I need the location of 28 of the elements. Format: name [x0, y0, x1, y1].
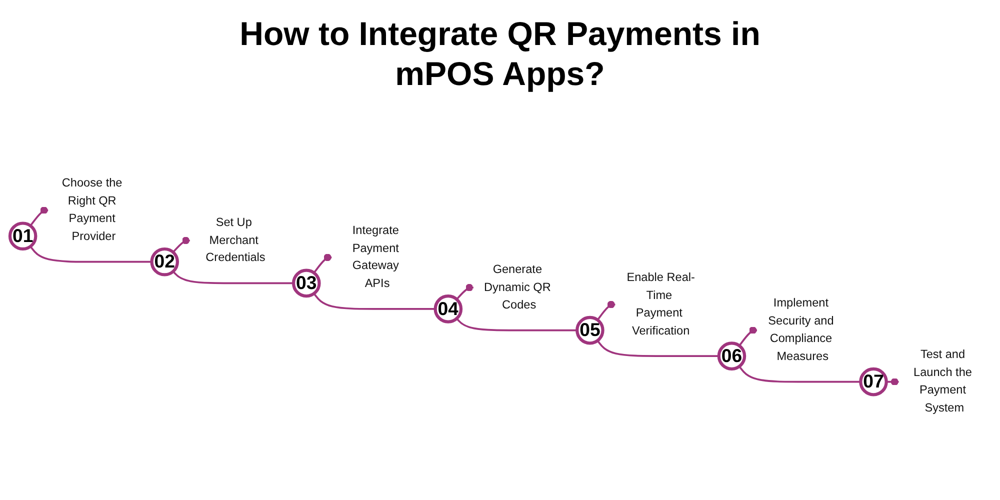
connector-line: [172, 236, 190, 253]
step-number-circle: 04: [434, 294, 463, 324]
connector-line: [886, 378, 899, 386]
step-text: Implement Security and Compliance Measures: [768, 296, 834, 363]
step-text: Generate Dynamic QR Codes: [484, 262, 551, 312]
step-number-circle: 03: [292, 268, 321, 298]
connector-line: [313, 254, 332, 274]
connector-line: [313, 292, 436, 310]
connector-line: [30, 206, 48, 226]
connector-line: [596, 300, 616, 320]
step-text: Set Up Merchant Credentials: [206, 216, 266, 264]
connector-line: [738, 326, 757, 346]
connector-line: [172, 270, 294, 284]
step-text: Enable Real-Time Payment Verification: [626, 270, 695, 338]
connector-line: [30, 246, 152, 263]
step-number-circle: 02: [150, 247, 179, 276]
connector-line: [596, 340, 719, 357]
step-number-circle: 07: [859, 367, 888, 396]
diagram-title: How to Integrate QR Payments in mPOS Apps?: [238, 14, 762, 94]
connector-line: [456, 284, 474, 300]
step-text: Integrate Payment Gateway APIs: [352, 224, 399, 290]
step-number-circle: 01: [8, 222, 38, 250]
connector-line: [738, 366, 861, 383]
step-text: Test and Launch the Payment System: [914, 348, 972, 414]
step-number-circle: 05: [576, 316, 604, 345]
step-number-circle: 06: [717, 342, 746, 370]
step-text: Choose the Right QR Payment Provider: [62, 176, 122, 243]
connector-line: [456, 318, 578, 332]
